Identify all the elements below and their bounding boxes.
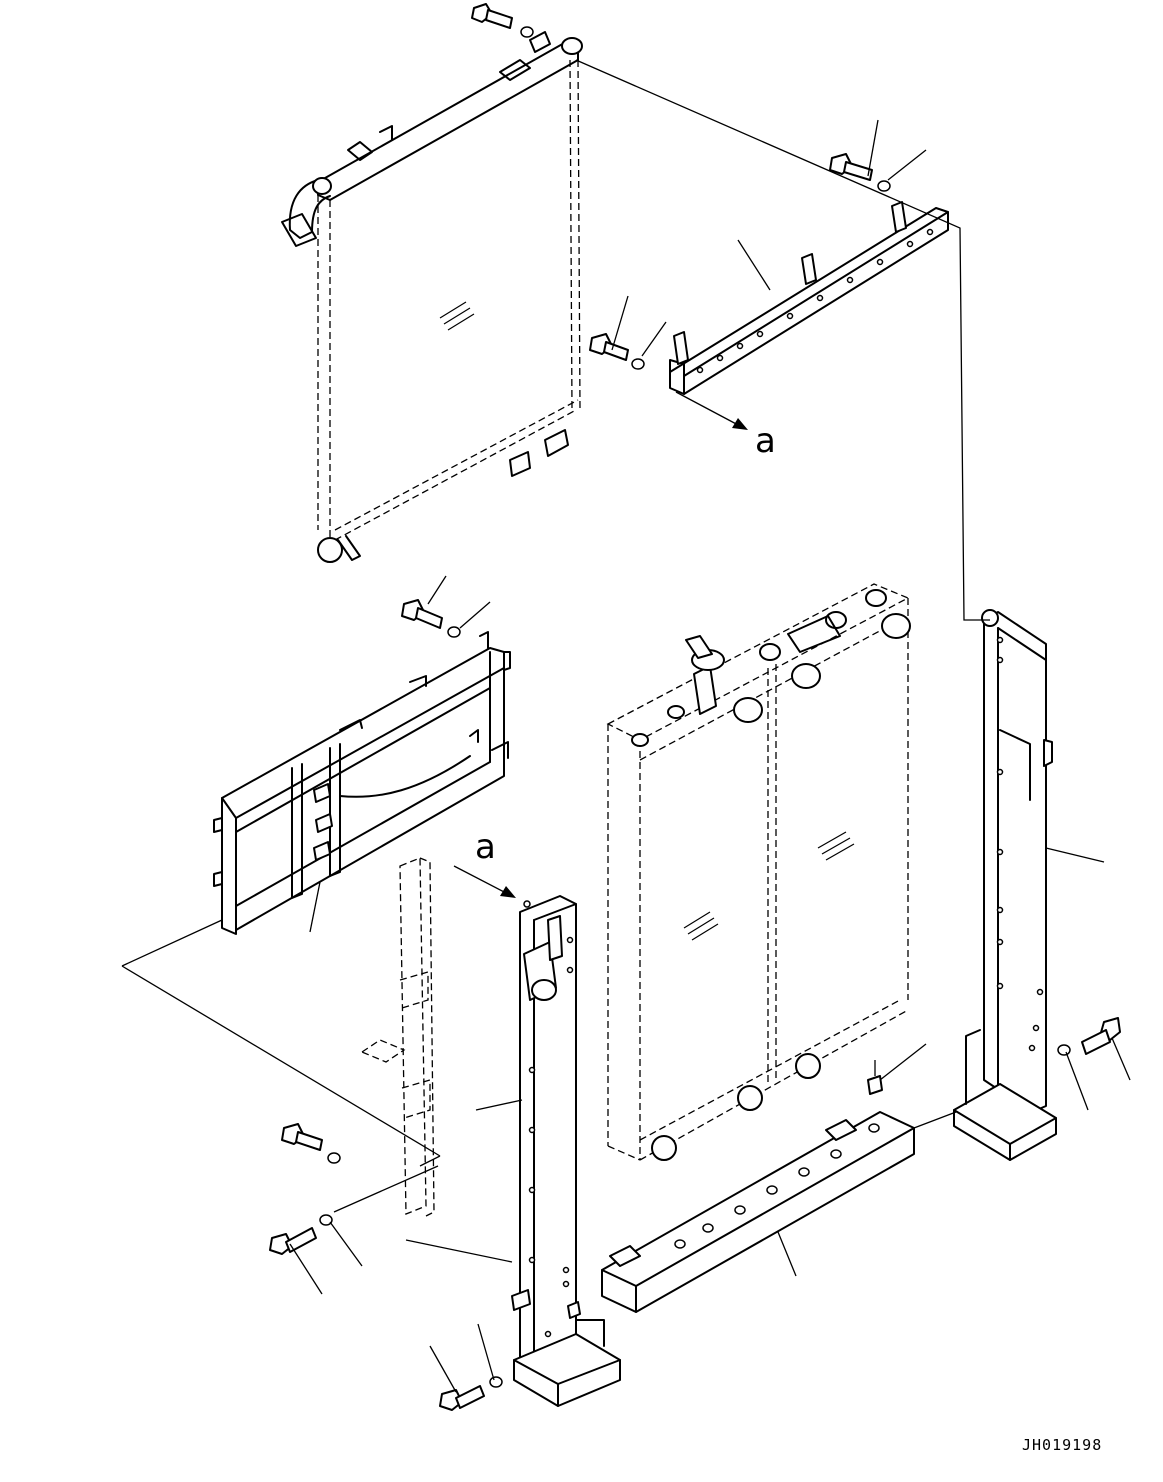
lower-cross-beam <box>601 1111 915 1313</box>
left-core-hatch <box>683 911 719 941</box>
arrow-to-a-mid <box>453 865 516 898</box>
beam-bolt-upper <box>829 153 891 192</box>
upper-cross-beam <box>669 201 949 395</box>
bracket-bolt-lower <box>269 1214 333 1255</box>
right-core-hatch <box>817 831 855 861</box>
main-radiator-double <box>606 583 911 1161</box>
upper-radiator-core <box>281 31 583 563</box>
shroud-frame <box>213 631 511 935</box>
core-hatch-mark <box>439 301 475 331</box>
arrow-to-a-top <box>675 391 748 430</box>
top-bolt <box>471 3 534 38</box>
right-post-bolt <box>1057 1017 1121 1056</box>
drain-plug <box>867 1060 883 1095</box>
right-support-post <box>953 609 1057 1161</box>
side-bracket-dashed <box>360 857 435 1217</box>
callout-a-mid: a <box>475 827 496 867</box>
left-support-post <box>511 895 621 1407</box>
bracket-bolt-upper <box>281 1123 341 1164</box>
frame-bolt <box>401 599 461 638</box>
beam-bolt-lower <box>589 333 645 370</box>
assembly-lines <box>121 59 1131 1393</box>
callout-a-top: a <box>755 421 776 461</box>
drawing-number: JH019198 <box>1022 1436 1102 1454</box>
post-base-bolt <box>439 1376 503 1411</box>
